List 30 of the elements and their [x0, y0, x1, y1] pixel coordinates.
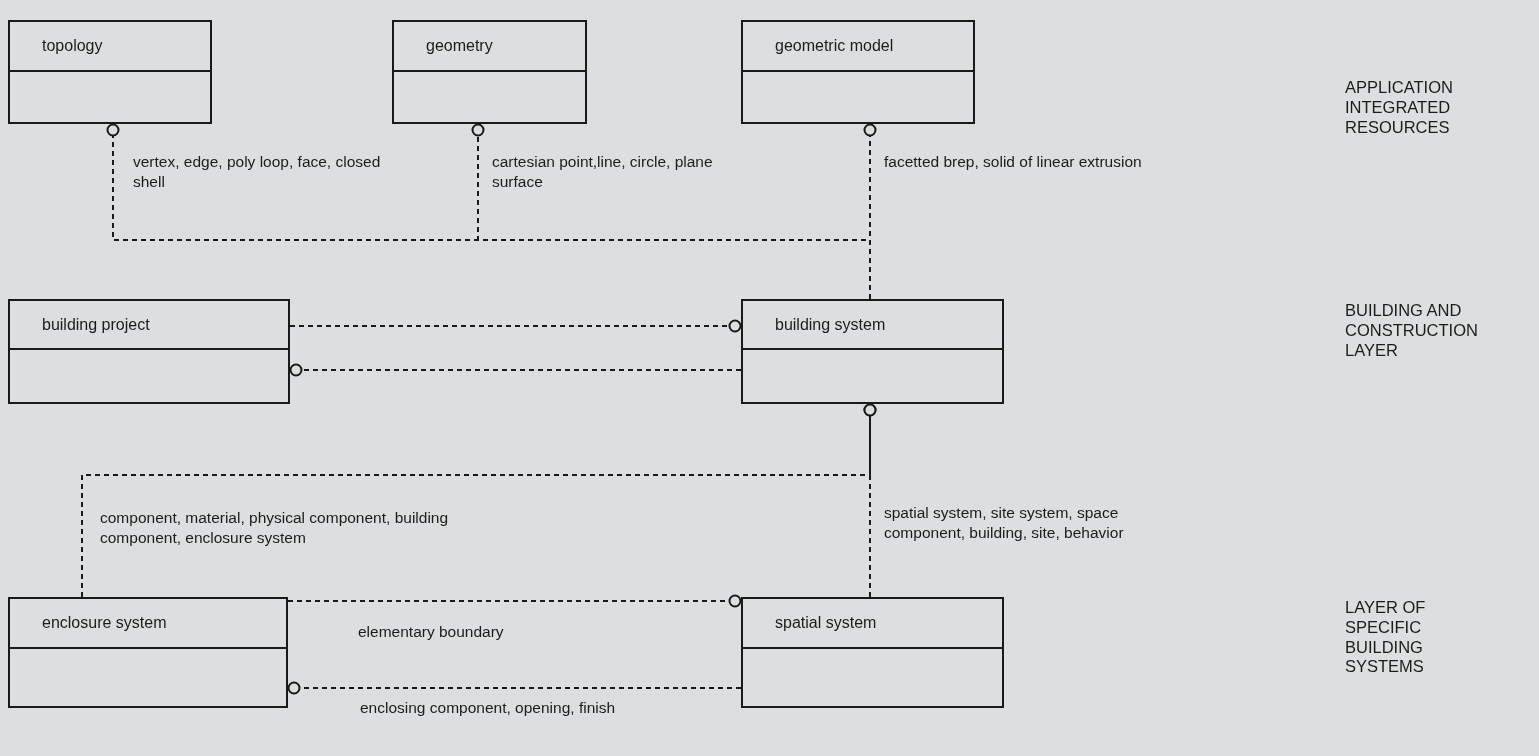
entity-box [741, 597, 1004, 708]
entity-box [741, 20, 975, 124]
edge-label: vertex, edge, poly loop, face, closed shell [133, 152, 382, 193]
relationship-line [287, 681, 742, 695]
edge-label: component, material, physical component, building component, enclosure system [100, 508, 450, 549]
relationship-line [289, 363, 742, 377]
edge-label: cartesian point,line, circle, plane surface [492, 152, 714, 193]
entity-box [8, 299, 290, 404]
entity-box [8, 20, 212, 124]
layer-label: BUILDING AND CONSTRUCTION LAYER [1345, 301, 1479, 361]
relationship-line [863, 403, 877, 598]
edge-label: enclosing component, opening, finish [360, 698, 617, 718]
entity-name: spatial system [775, 614, 877, 632]
relationship-line [863, 123, 877, 300]
layer-label: APPLICATION INTEGRATED RESOURCES [1345, 78, 1454, 138]
entity-name: topology [42, 37, 103, 55]
edge-label: facetted brep, solid of linear extrusion [884, 152, 1143, 172]
entity-box [741, 299, 1004, 404]
entity-box [392, 20, 587, 124]
relationship-line [289, 319, 742, 333]
entity-name: building project [42, 315, 150, 334]
entity-name: building system [775, 315, 886, 334]
entity-name: geometry [426, 37, 493, 55]
entity-name: geometric model [775, 37, 894, 55]
entity-name: enclosure system [42, 614, 167, 632]
edge-label: elementary boundary [358, 622, 505, 642]
edge-label: spatial system, site system, space component, building, site, behavior [884, 503, 1125, 544]
entity-box [8, 597, 288, 708]
layer-label: LAYER OF SPECIFIC BUILDING SYSTEMS [1345, 598, 1427, 678]
relationship-line [287, 594, 742, 608]
